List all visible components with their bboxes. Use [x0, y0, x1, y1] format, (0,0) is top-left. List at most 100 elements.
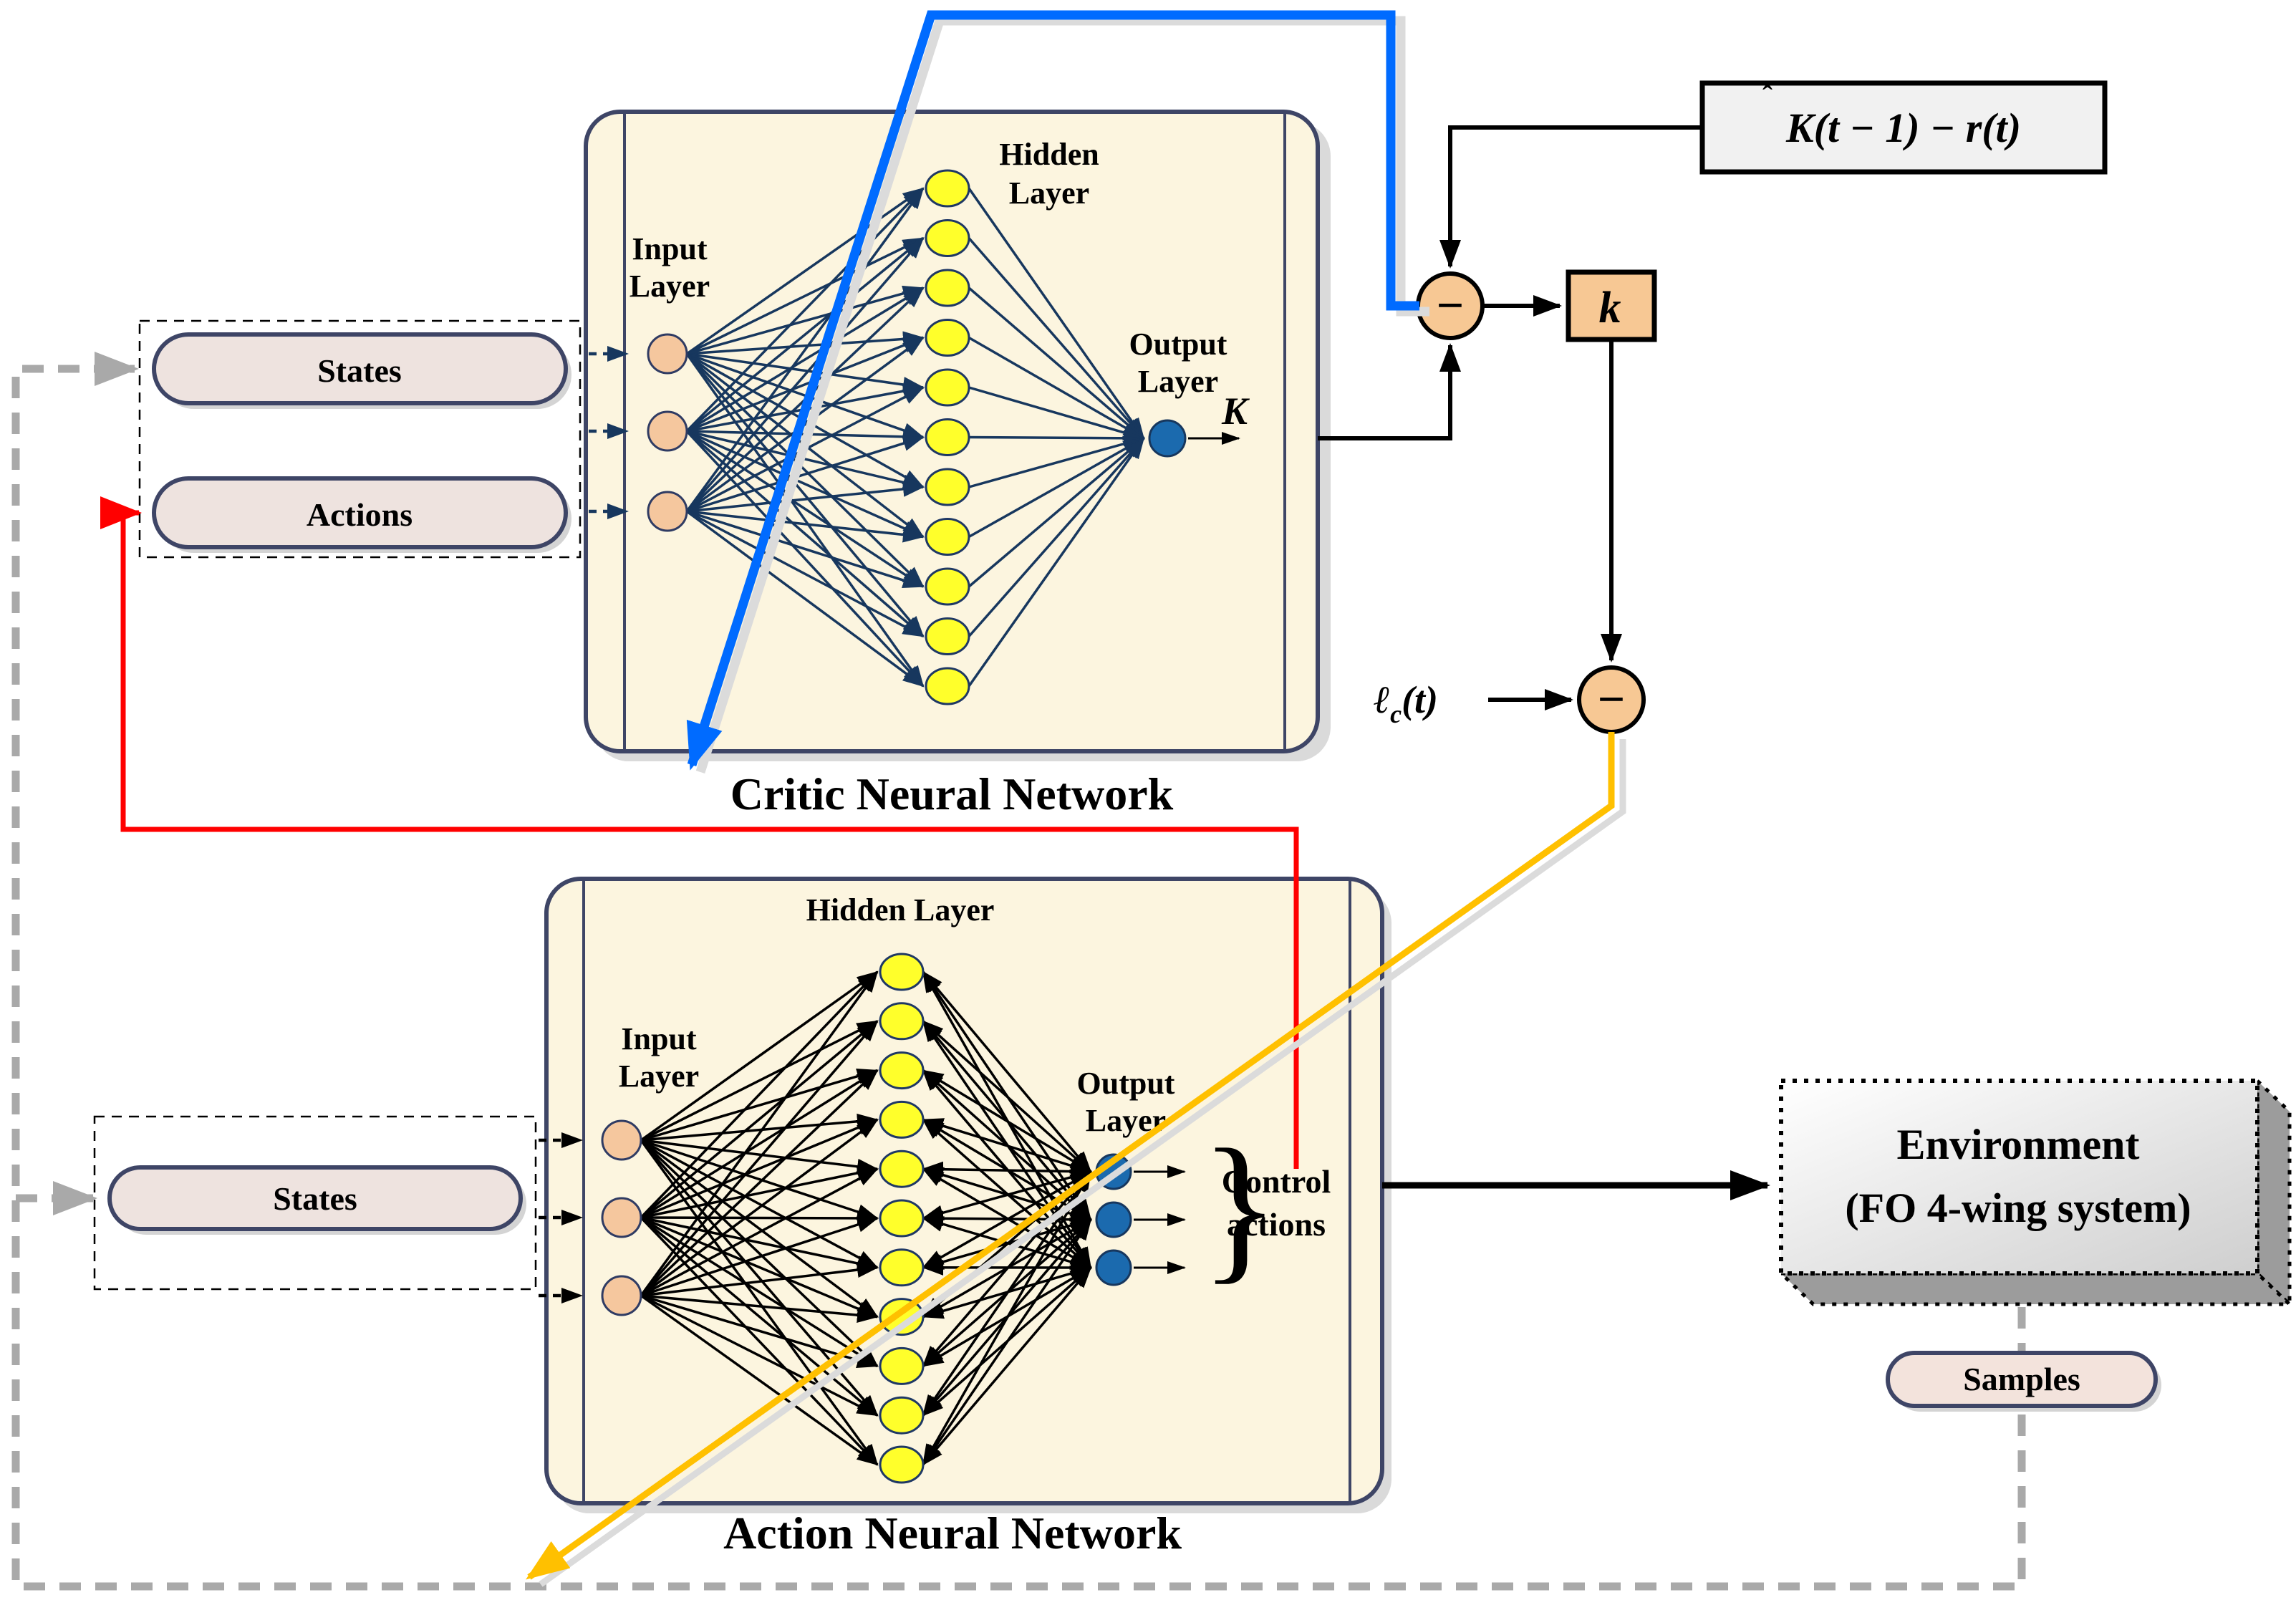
input-hidden-connection	[686, 285, 925, 355]
critic-output-symbol: K	[1221, 390, 1250, 433]
environment-label-2: (FO 4-wing system)	[1845, 1185, 2191, 1231]
input-hidden-connection	[685, 187, 925, 433]
critic-output-wire	[1318, 343, 1461, 440]
input-hidden-connection	[640, 1118, 879, 1297]
output-node	[1095, 1201, 1132, 1238]
hidden-node	[879, 1199, 925, 1238]
input-hidden-connection	[686, 331, 925, 355]
input-hidden-connection	[685, 352, 925, 688]
input-hidden-connection	[640, 1118, 879, 1219]
cost-rest: (t)	[1402, 678, 1438, 721]
input-node	[647, 491, 688, 532]
input-hidden-connection	[640, 1020, 879, 1219]
environment-side-bottom	[1776, 1271, 2295, 1306]
hidden-output-connection	[968, 286, 1145, 440]
hidden-node	[879, 1100, 925, 1139]
input-hidden-connection	[640, 1139, 879, 1220]
computation-blocks: K(t − 1) − r(t) ˆ − k − ℓc(t)	[1374, 80, 2108, 734]
control-actions-brace: }	[1200, 1115, 1279, 1298]
hidden-output-connection	[968, 437, 1145, 637]
input-hidden-connection	[686, 510, 925, 543]
critic-output-layer-label-2: Layer	[1138, 364, 1218, 399]
subtract-bottom-symbol: −	[1598, 672, 1626, 726]
input-node	[601, 1197, 642, 1238]
input-hidden-connection	[685, 352, 925, 638]
input-hidden-connection	[685, 352, 925, 588]
error-wire-shadow	[539, 739, 1626, 1587]
hidden-node	[925, 319, 970, 357]
subtract-top-symbol: −	[1437, 278, 1465, 332]
hidden-output-connection	[968, 386, 1145, 440]
hidden-node	[925, 418, 970, 456]
actions-pill	[152, 476, 568, 549]
hidden-node	[925, 219, 970, 257]
hidden-output-connection	[968, 187, 1145, 440]
hidden-node	[925, 269, 970, 307]
input-hidden-connection	[686, 510, 925, 638]
input-hidden-connection	[640, 1020, 879, 1297]
control-actions-label-1: Control	[1222, 1163, 1331, 1200]
actions-label: Actions	[307, 496, 413, 533]
gain-box	[1566, 269, 1657, 342]
samples-feedback-wire	[11, 352, 2026, 1591]
input-hidden-connection	[640, 1294, 879, 1324]
input-hidden-connection	[686, 430, 925, 539]
environment-box	[1779, 1079, 2259, 1276]
hidden-output-connection	[922, 1266, 1092, 1466]
cost-base: ℓ	[1374, 678, 1390, 721]
hidden-output-connection	[968, 336, 1145, 440]
output-node	[1095, 1249, 1132, 1286]
critic-net	[589, 169, 1240, 705]
samples-pill	[1886, 1351, 2158, 1408]
hidden-output-connection	[968, 437, 1145, 688]
critic-output-layer-label-1: Output	[1129, 327, 1227, 362]
formula-rest: (t − 1) − r(t)	[1814, 105, 2021, 151]
input-hidden-connection	[640, 1167, 879, 1297]
action-input-layer-label-2: Layer	[619, 1059, 699, 1094]
samples-label: Samples	[1963, 1361, 2080, 1397]
input-hidden-connection	[640, 1069, 879, 1297]
input-hidden-connection	[685, 187, 925, 355]
input-hidden-connection	[640, 970, 879, 1297]
critic-hidden-layer-label-2: Layer	[1009, 175, 1089, 211]
states-top-pill	[152, 332, 568, 405]
input-hidden-connection	[640, 970, 879, 1219]
critic-hidden-layer-label-1: Hidden	[999, 137, 1099, 172]
gain-box-label: k	[1599, 284, 1621, 332]
hidden-node	[925, 368, 970, 407]
formula-hat: ˆ	[1762, 80, 1772, 113]
hidden-node	[879, 1002, 925, 1041]
output-node	[1148, 419, 1187, 458]
input-hidden-connection	[640, 970, 879, 1142]
hidden-node	[879, 1346, 925, 1385]
hidden-node	[925, 667, 970, 705]
input-hidden-connection	[640, 1294, 879, 1417]
hidden-output-connection	[968, 237, 1145, 440]
input-hidden-connection	[640, 1262, 879, 1297]
hidden-node	[879, 1248, 925, 1287]
critic-network-title: Critic Neural Network	[730, 768, 1174, 819]
sample-wire-group	[11, 352, 2026, 1591]
input-hidden-connection	[686, 435, 925, 513]
input-hidden-connection	[640, 1216, 879, 1271]
hidden-node	[925, 518, 970, 556]
hidden-node	[879, 1051, 925, 1090]
critic-network-box: Input Layer Hidden Layer Output Layer K …	[584, 110, 1331, 819]
hidden-output-connection	[968, 437, 1145, 539]
states-actions-container	[138, 319, 582, 559]
input-node	[601, 1275, 642, 1316]
input-hidden-connection	[640, 1069, 879, 1219]
input-hidden-connection	[640, 1165, 879, 1219]
cost-sub: c	[1390, 700, 1402, 728]
environment-block: Environment (FO 4-wing system)	[1776, 1076, 2295, 1309]
states-bottom-pill	[107, 1165, 523, 1231]
input-hidden-connection	[685, 510, 925, 688]
hidden-node	[925, 468, 970, 506]
hidden-output-connection	[968, 437, 1145, 588]
hidden-node	[879, 953, 925, 991]
states-top-label: States	[317, 352, 402, 389]
critic-input-layer-label-2: Layer	[630, 269, 710, 304]
input-hidden-connection	[685, 237, 925, 433]
